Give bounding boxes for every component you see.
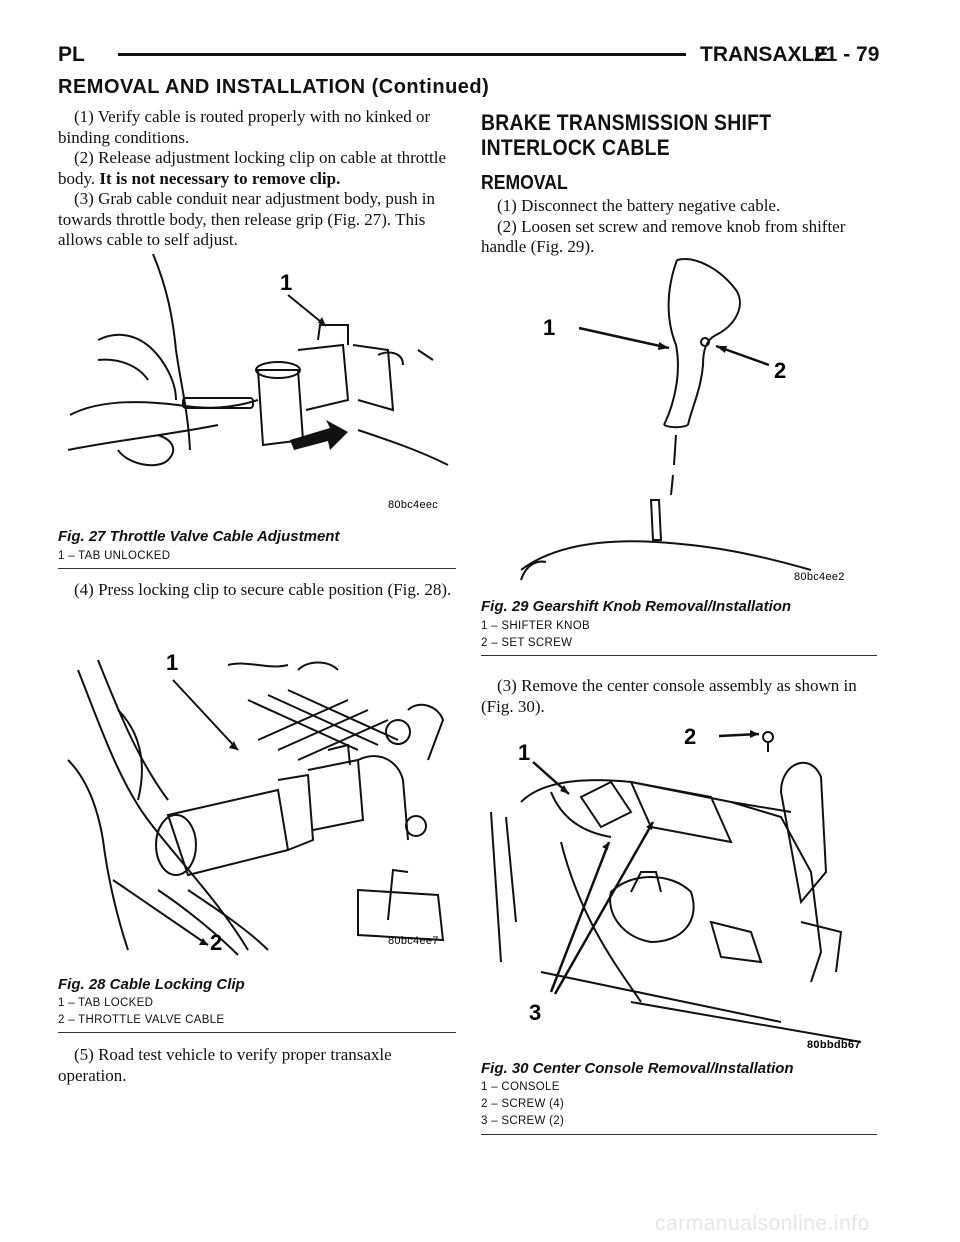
fig29-item-1: 1 – SHIFTER KNOB [481,620,590,632]
left-paragraph-2-bold: It is not necessary to remove clip. [99,168,341,188]
left-paragraph-2-text: (2) Release adjustment locking clip on c… [58,148,446,188]
fig29-callout-1: 1 [543,315,555,340]
fig28-callout-1: 1 [166,650,178,675]
fig28-item-1: 1 – TAB LOCKED [58,997,154,1009]
fig28-item-2: 2 – THROTTLE VALVE CABLE [58,1014,225,1026]
fig28-title: Fig. 28 Cable Locking Clip [58,976,245,993]
fig30-item-3: 3 – SCREW (2) [481,1115,565,1127]
left-mid-text: (4) Press locking clip to secure cable p… [58,580,456,601]
left-paragraph-2: (2) Release adjustment locking clip on c… [58,148,456,189]
header-left-code: PL [58,43,85,66]
fig29-callout-2: 2 [774,358,786,383]
fig30-illustration: 1 2 3 80bbdb67 [481,722,877,1052]
fig27-drawing: 1 80bc4eec [67,253,449,511]
fig30-drawing: 1 2 3 80bbdb67 [490,724,862,1051]
fig29-code: 80bc4ee2 [794,571,845,583]
right-paragraph-1: (1) Disconnect the battery negative cabl… [497,196,781,215]
watermark: carmanualsonline.info [655,1212,870,1235]
fig27-rule [58,568,456,569]
left-paragraph-4: (4) Press locking clip to secure cable p… [74,580,452,599]
fig29-rule [481,655,877,656]
header-title: TRANSAXLE [700,43,829,66]
left-intro-text: (1) Verify cable is routed properly with… [58,107,456,251]
fig30-callout-3: 3 [529,1000,541,1025]
fig29-title: Fig. 29 Gearshift Knob Removal/Installat… [481,598,792,615]
fig30-callout-2: 2 [684,724,696,749]
right-paragraph-3: (3) Remove the center console assembly a… [481,676,857,716]
fig30-title: Fig. 30 Center Console Removal/Installat… [481,1060,794,1077]
fig29-item-2: 2 – SET SCREW [481,637,573,649]
left-paragraph-1: (1) Verify cable is routed properly with… [58,107,431,147]
left-final-text: (5) Road test vehicle to verify proper t… [58,1045,456,1086]
section-heading-bts-cable: BRAKE TRANSMISSION SHIFT INTERLOCK CABLE [481,110,772,160]
section-title: REMOVAL AND INSTALLATION (Continued) [58,76,490,98]
fig28-rule [58,1032,456,1033]
fig28-code: 80bc4ee7 [388,935,439,947]
right-mid-text: (3) Remove the center console assembly a… [481,676,877,717]
fig27-callout-1: 1 [280,270,292,295]
fig27-item-1: 1 – TAB UNLOCKED [58,550,171,562]
fig27-push-arrow [290,420,348,450]
subheading-removal: REMOVAL [481,172,568,194]
page-number: 21 - 79 [814,43,880,66]
fig30-item-1: 1 – CONSOLE [481,1081,560,1093]
fig30-item-2: 2 – SCREW (4) [481,1098,565,1110]
fig30-callout-1: 1 [518,740,530,765]
fig28-callout-2: 2 [210,930,222,955]
fig28-illustration: 1 2 80bc4ee7 [58,640,456,960]
left-paragraph-3: (3) Grab cable conduit near adjustment b… [58,189,435,249]
fig27-code: 80bc4eec [388,499,438,511]
fig27-title: Fig. 27 Throttle Valve Cable Adjustment [58,528,340,545]
left-paragraph-5: (5) Road test vehicle to verify proper t… [58,1045,392,1085]
fig29-illustration: 1 2 80bc4ee2 [481,250,877,585]
fig27-illustration: 1 80bc4eec [58,250,456,520]
fig30-rule [481,1134,877,1135]
fig29-drawing: 1 2 80bc4ee2 [520,258,845,583]
fig30-code: 80bbdb67 [807,1039,861,1051]
right-intro-text: (1) Disconnect the battery negative cabl… [481,196,877,258]
right-paragraph-2: (2) Loosen set screw and remove knob fro… [481,216,846,257]
fig28-drawing: 1 2 80bc4ee7 [67,650,445,956]
header-rule [118,53,686,56]
